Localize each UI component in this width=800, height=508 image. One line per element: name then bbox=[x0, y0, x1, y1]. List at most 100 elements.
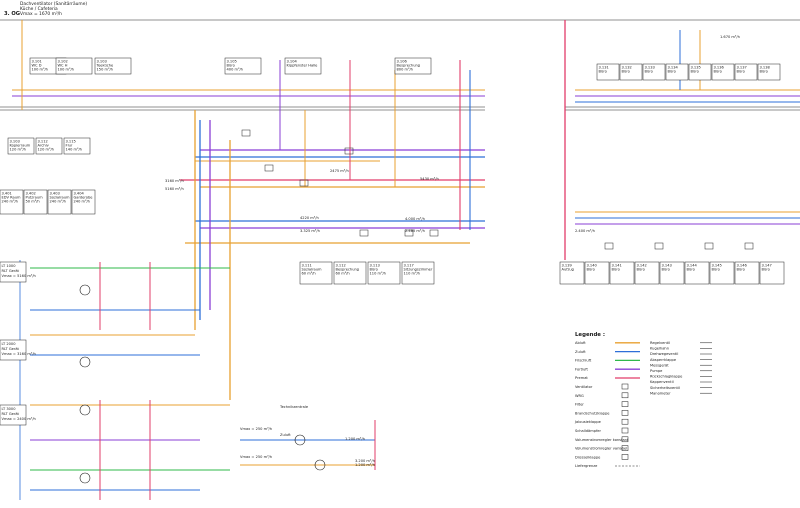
room-name: Büro bbox=[587, 268, 595, 272]
legend-right-label: Regelventil bbox=[650, 341, 670, 345]
room-box bbox=[224, 57, 262, 75]
room-flow: 100 m³/h bbox=[58, 68, 74, 72]
legend-right-label: Absperrklappe bbox=[650, 358, 677, 362]
room-id: 3.115 bbox=[66, 140, 76, 144]
legend-item-label: Frischluft bbox=[575, 359, 592, 363]
legend-title: Legende : bbox=[575, 332, 605, 338]
duct-network bbox=[12, 20, 800, 500]
fan-4 bbox=[294, 434, 306, 446]
legend-symbol bbox=[621, 401, 629, 407]
room-id: 3.117 bbox=[404, 264, 414, 268]
legend-item-12: Volumenstromregler variabel bbox=[575, 445, 629, 451]
room-box bbox=[584, 261, 610, 285]
room-name: Büro bbox=[370, 268, 378, 272]
room-name: Büro bbox=[645, 70, 653, 74]
room-id: 3.136 bbox=[714, 66, 725, 70]
room-flow: 120 m³/h bbox=[10, 148, 26, 152]
room-flow: 240 m³/h bbox=[74, 200, 90, 204]
vav-box-2 bbox=[299, 179, 309, 187]
bottom-unit-flow: Vmax = 250 m³/h bbox=[240, 427, 272, 431]
room-name: Kopierraum bbox=[10, 144, 31, 148]
room-id: 3.145 bbox=[712, 264, 722, 268]
room-box bbox=[757, 63, 781, 81]
legend-item-3: Fortluft bbox=[575, 367, 640, 371]
room-name: WC D bbox=[32, 64, 42, 68]
room-box bbox=[734, 261, 760, 285]
room-name: Aufzug bbox=[562, 268, 574, 272]
legend-right-label: Pumpe bbox=[650, 369, 663, 373]
legend-item-8: Brandschutzklappe bbox=[575, 410, 629, 416]
room-name: Teeküche bbox=[96, 64, 115, 68]
room-id: 3.133 bbox=[645, 66, 655, 70]
room-name: Besprechung bbox=[397, 64, 421, 68]
legend-right-label: Manometer bbox=[650, 391, 671, 395]
ahu-name: RLT Gerät bbox=[2, 269, 20, 273]
legend-item-label: Ventilator bbox=[575, 385, 593, 389]
room-box bbox=[688, 63, 712, 81]
ahu-name: RLT Gerät bbox=[2, 347, 20, 351]
room-id: 3.131 bbox=[599, 66, 609, 70]
legend-right-item-2: Drehwegeventil bbox=[650, 352, 712, 356]
legend-right-label: Messgerät bbox=[650, 363, 669, 367]
room-id: 3.112 bbox=[336, 264, 346, 268]
room-name: Garderobe bbox=[74, 196, 94, 200]
room-id: 3.402 bbox=[26, 192, 36, 196]
flow-label-7: 2.485 m³/h bbox=[405, 229, 425, 233]
flow-label-2: 5430 m³/h bbox=[420, 177, 439, 181]
bottom-unit-flow: Vmax = 250 m³/h bbox=[240, 455, 272, 459]
flow-label-9: 2.400 m³/h bbox=[575, 229, 595, 233]
room-box bbox=[401, 261, 435, 285]
room-box bbox=[609, 261, 635, 285]
legend-right-label: Kugelhahn bbox=[650, 347, 669, 351]
room-flow: 240 m³/h bbox=[50, 200, 66, 204]
legend-item-14: Liefergrenze bbox=[575, 464, 640, 468]
room-id: 3.101 bbox=[32, 60, 42, 64]
vav-box-1 bbox=[264, 164, 274, 172]
ahu-id: LT 1000 bbox=[2, 264, 17, 268]
legend-item-label: Filter bbox=[575, 403, 584, 407]
room-box bbox=[659, 261, 685, 285]
room-id: 3.106 bbox=[397, 60, 408, 64]
floor-slab-lines bbox=[0, 19, 800, 111]
room-name: Büro bbox=[737, 70, 745, 74]
legend-right-item-6: Rückschlagklappe bbox=[650, 375, 712, 379]
legend-right-item-8: Sicherheitsventil bbox=[650, 386, 712, 390]
flow-label-11: 1.200 m³/h bbox=[345, 437, 365, 441]
room-id: 3.135 bbox=[691, 66, 701, 70]
room-id: 3.137 bbox=[737, 66, 747, 70]
room-name: Flur bbox=[66, 144, 73, 148]
room-id: 3.146 bbox=[737, 264, 748, 268]
equipment-symbols bbox=[79, 129, 754, 484]
legend-right-item-9: Manometer bbox=[650, 391, 712, 395]
ahu-id: LT 3000 bbox=[2, 407, 17, 411]
legend-item-label: Volumenstromregler konstant bbox=[575, 438, 629, 442]
ahu-box bbox=[0, 404, 27, 426]
flow-label-0: 3160 m³/h bbox=[165, 179, 184, 183]
room-name: Büro bbox=[612, 268, 620, 272]
vav-box-9 bbox=[704, 242, 714, 250]
legend-symbol bbox=[621, 445, 629, 451]
room-box bbox=[0, 189, 24, 215]
legend-item-label: Volumenstromregler variabel bbox=[575, 447, 627, 451]
room-name: Sozialraum bbox=[302, 268, 323, 272]
room-id: 3.113 bbox=[370, 264, 380, 268]
room-id: 3.147 bbox=[762, 264, 772, 268]
vav-box-0 bbox=[241, 129, 251, 137]
legend-symbol bbox=[621, 383, 629, 390]
flow-label-4: 4220 m³/h bbox=[300, 216, 319, 220]
bottom-unit-name: Technikzentrale bbox=[279, 405, 309, 409]
